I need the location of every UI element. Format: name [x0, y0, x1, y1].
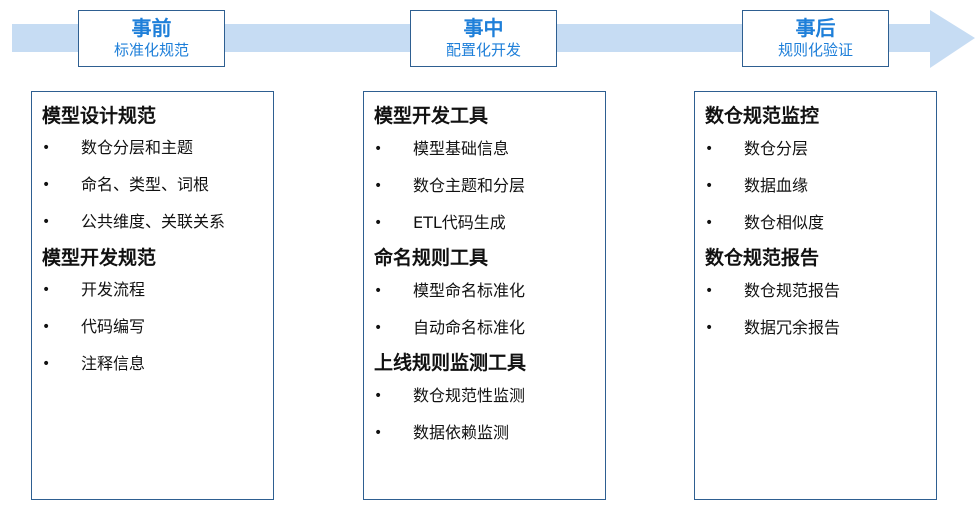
item-label: 数仓分层和主题 [81, 138, 194, 157]
section: 数仓规范报告 • 数仓规范报告 • 数据冗余报告 [705, 245, 936, 339]
list-item: • 数据依赖监测 [374, 422, 605, 444]
panel-after: 数仓规范监控 •数仓分层 •数据血缘 •数仓相似度 数仓规范报告 •数仓规范报告… [694, 91, 937, 500]
panel-before: 模型设计规范 • 数仓分层和主题 • 命名、类型、词根 • 公共维度、关联关系 模型开… [31, 91, 274, 500]
list-item: • 命名、类型、词根 [42, 174, 273, 196]
section-title: 命名规则工具 [374, 247, 489, 269]
section-title: 模型开发工具 [374, 105, 489, 127]
item-label: 开发流程 [81, 280, 146, 299]
bullet-icon: • [705, 320, 714, 336]
panel-during: 模型开发工具 • 模型基础信息 • 数仓主题和分层 • ETL代码生成 命名规则工具 … [363, 91, 606, 500]
list-item: • 模型命名标准化 [374, 280, 605, 302]
phase-title: 事中 [463, 16, 504, 40]
item-label: 公共维度、关联关系 [81, 212, 226, 231]
phase-title: 事后 [795, 16, 836, 40]
section-title: 数仓规范监控 [705, 105, 820, 127]
section: 模型开发规范 • 开发流程 • 代码编写 • 注释信息 [42, 245, 273, 375]
bullet-icon: • [705, 178, 714, 194]
list-item: • 数据冗余报告 [705, 317, 936, 339]
section: 模型设计规范 • 数仓分层和主题 • 命名、类型、词根 • 公共维度、关联关系 [42, 103, 273, 233]
item-label: 数据血缘 [744, 176, 809, 195]
bullet-icon: • [374, 141, 383, 157]
item-label: 数据依赖监测 [413, 423, 510, 442]
phase-subtitle: 标准化规范 [113, 41, 189, 59]
bullet-icon: • [42, 356, 51, 372]
section: 命名规则工具 • 模型命名标准化 • 自动命名标准化 [374, 245, 605, 339]
phase-during: 事中 配置化开发 [410, 10, 557, 67]
list-item: • 数仓主题和分层 [374, 175, 605, 197]
list-item: • 数仓规范报告 [705, 280, 936, 302]
list-item: • 数据血缘 [705, 175, 936, 197]
item-label: 数仓主题和分层 [413, 176, 526, 195]
list-item: • 代码编写 [42, 316, 273, 338]
phase-before: 事前 标准化规范 [78, 10, 225, 67]
bullet-icon: • [374, 388, 383, 404]
section: 模型开发工具 • 模型基础信息 • 数仓主题和分层 • ETL代码生成 [374, 103, 605, 234]
section-title: 模型开发规范 [42, 247, 157, 269]
list-item: • 数仓分层 [705, 138, 936, 160]
bullet-icon: • [374, 283, 383, 299]
item-label: 注释信息 [81, 354, 146, 373]
bullet-icon: • [42, 140, 51, 156]
item-label: 代码编写 [81, 317, 146, 336]
item-label: 数仓规范性监测 [413, 386, 526, 405]
item-label: 模型命名标准化 [413, 281, 526, 300]
phase-subtitle: 规则化验证 [777, 41, 853, 59]
bullet-icon: • [42, 214, 51, 230]
bullet-icon: • [705, 141, 714, 157]
item-label: 数仓相似度 [744, 213, 825, 232]
bullet-icon: • [705, 215, 714, 231]
bullet-icon: • [705, 283, 714, 299]
item-label: 数仓规范报告 [744, 281, 841, 300]
bullet-icon: • [374, 178, 383, 194]
item-label: ETL代码生成 [413, 213, 506, 232]
phase-subtitle: 配置化开发 [445, 41, 521, 59]
item-label: 数据冗余报告 [744, 318, 841, 337]
section: 上线规则监测工具 • 数仓规范性监测 • 数据依赖监测 [374, 350, 605, 444]
list-item: • 数仓分层和主题 [42, 137, 273, 159]
phase-after: 事后 规则化验证 [742, 10, 889, 67]
list-item: • 数仓规范性监测 [374, 385, 605, 407]
item-label: 模型基础信息 [413, 139, 510, 158]
section-title: 上线规则监测工具 [374, 352, 527, 374]
bullet-icon: • [374, 215, 383, 231]
section: 数仓规范监控 • 数仓分层 • 数据血缘 • 数仓相似度 [705, 103, 936, 234]
item-label: 自动命名标准化 [413, 318, 526, 337]
bullet-icon: • [42, 319, 51, 335]
item-label: 数仓分层 [744, 139, 809, 158]
list-item: • 开发流程 [42, 279, 273, 301]
list-item: • ETL代码生成 [374, 212, 605, 234]
item-label: 命名、类型、词根 [81, 175, 210, 194]
list-item: • 自动命名标准化 [374, 317, 605, 339]
bullet-icon: • [374, 320, 383, 336]
bullet-icon: • [42, 177, 51, 193]
bullet-icon: • [42, 282, 51, 298]
list-item: • 数仓相似度 [705, 212, 936, 234]
list-item: • 模型基础信息 [374, 138, 605, 160]
bullet-icon: • [374, 425, 383, 441]
list-item: • 公共维度、关联关系 [42, 211, 273, 233]
section-title: 模型设计规范 [42, 105, 157, 127]
list-item: • 注释信息 [42, 353, 273, 375]
phase-title: 事前 [131, 16, 172, 40]
section-title: 数仓规范报告 [705, 247, 820, 269]
